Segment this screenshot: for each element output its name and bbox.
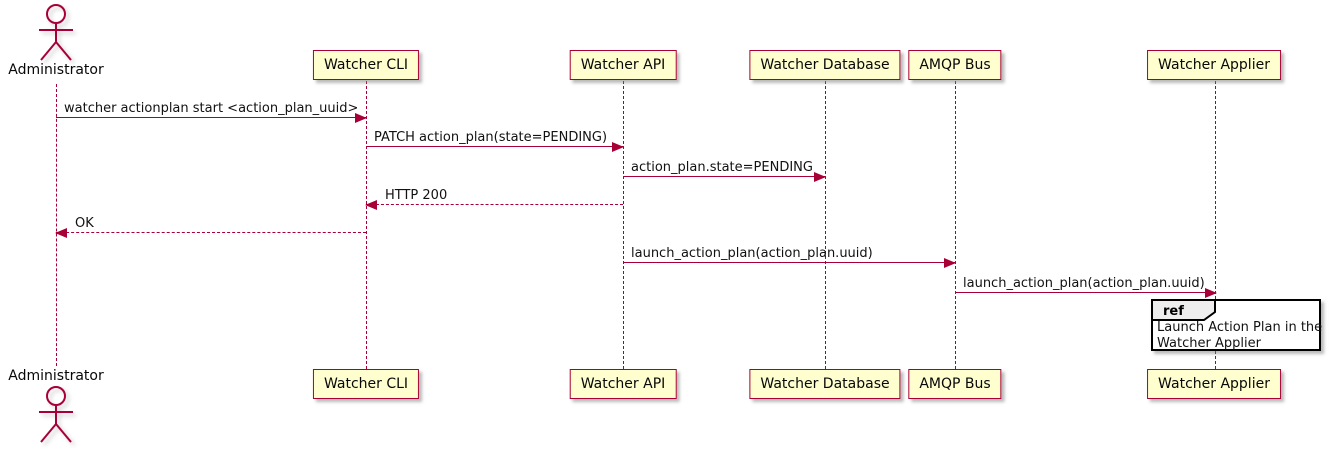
message-line [623, 262, 955, 263]
arrowhead-right-icon [1205, 287, 1217, 298]
arrowhead-right-icon [814, 171, 826, 182]
message-launch-action-plan-amqp: launch_action_plan(action_plan.uuid) [623, 246, 956, 270]
message-line [623, 176, 825, 177]
message-ok: OK [55, 216, 366, 240]
arrowhead-left-icon [55, 227, 67, 238]
participant-watcher-database-top: Watcher Database [749, 50, 901, 80]
lifeline-watcher-api [623, 81, 624, 369]
message-label: OK [75, 216, 94, 231]
ref-header-pentagon: ref [1151, 299, 1216, 321]
arrowhead-right-icon [355, 112, 367, 123]
participant-watcher-applier-bottom: Watcher Applier [1147, 369, 1281, 399]
arrowhead-right-icon [944, 257, 956, 268]
message-line [366, 204, 623, 205]
actor-label-top: Administrator [8, 62, 104, 78]
actor-label-bottom: Administrator [8, 368, 104, 384]
ref-keyword: ref [1163, 304, 1184, 319]
arrowhead-left-icon [365, 199, 377, 210]
message-http-200: HTTP 200 [365, 188, 623, 212]
message-label: launch_action_plan(action_plan.uuid) [963, 276, 1205, 291]
message-label: launch_action_plan(action_plan.uuid) [631, 246, 873, 261]
message-line [955, 292, 1216, 293]
message-launch-action-plan-applier: launch_action_plan(action_plan.uuid) [955, 276, 1217, 300]
message-label: HTTP 200 [385, 188, 448, 203]
message-line [366, 146, 623, 147]
lifeline-administrator [56, 84, 57, 366]
message-line [56, 117, 366, 118]
ref-text-line1: Launch Action Plan in the [1157, 320, 1323, 335]
participant-amqp-bus-top: AMQP Bus [908, 50, 1002, 80]
ref-text: Launch Action Plan in the Watcher Applie… [1157, 320, 1323, 352]
participant-amqp-bus-bottom: AMQP Bus [908, 369, 1002, 399]
participant-watcher-api-bottom: Watcher API [569, 369, 677, 399]
participant-watcher-cli-top: Watcher CLI [312, 50, 420, 80]
actor-icon [39, 386, 73, 443]
message-state-pending: action_plan.state=PENDING [623, 160, 826, 184]
arrowhead-right-icon [612, 141, 624, 152]
ref-text-line2: Watcher Applier [1157, 336, 1261, 351]
participant-watcher-cli-bottom: Watcher CLI [312, 369, 420, 399]
message-line [56, 232, 366, 233]
lifeline-watcher-cli [366, 81, 367, 369]
ref-fragment: ref Launch Action Plan in the Watcher Ap… [1151, 299, 1323, 352]
message-label: action_plan.state=PENDING [631, 160, 813, 175]
lifeline-watcher-database [825, 81, 826, 369]
message-start-actionplan: watcher actionplan start <action_plan_uu… [56, 101, 367, 125]
message-patch-action-plan: PATCH action_plan(state=PENDING) [366, 130, 624, 154]
participant-watcher-api-top: Watcher API [569, 50, 677, 80]
participant-watcher-applier-top: Watcher Applier [1147, 50, 1281, 80]
lifeline-amqp-bus [955, 81, 956, 369]
lifeline-watcher-applier [1215, 81, 1216, 369]
actor-icon [39, 4, 73, 61]
message-label: watcher actionplan start <action_plan_uu… [64, 101, 359, 116]
participant-watcher-database-bottom: Watcher Database [749, 369, 901, 399]
message-label: PATCH action_plan(state=PENDING) [374, 130, 608, 145]
